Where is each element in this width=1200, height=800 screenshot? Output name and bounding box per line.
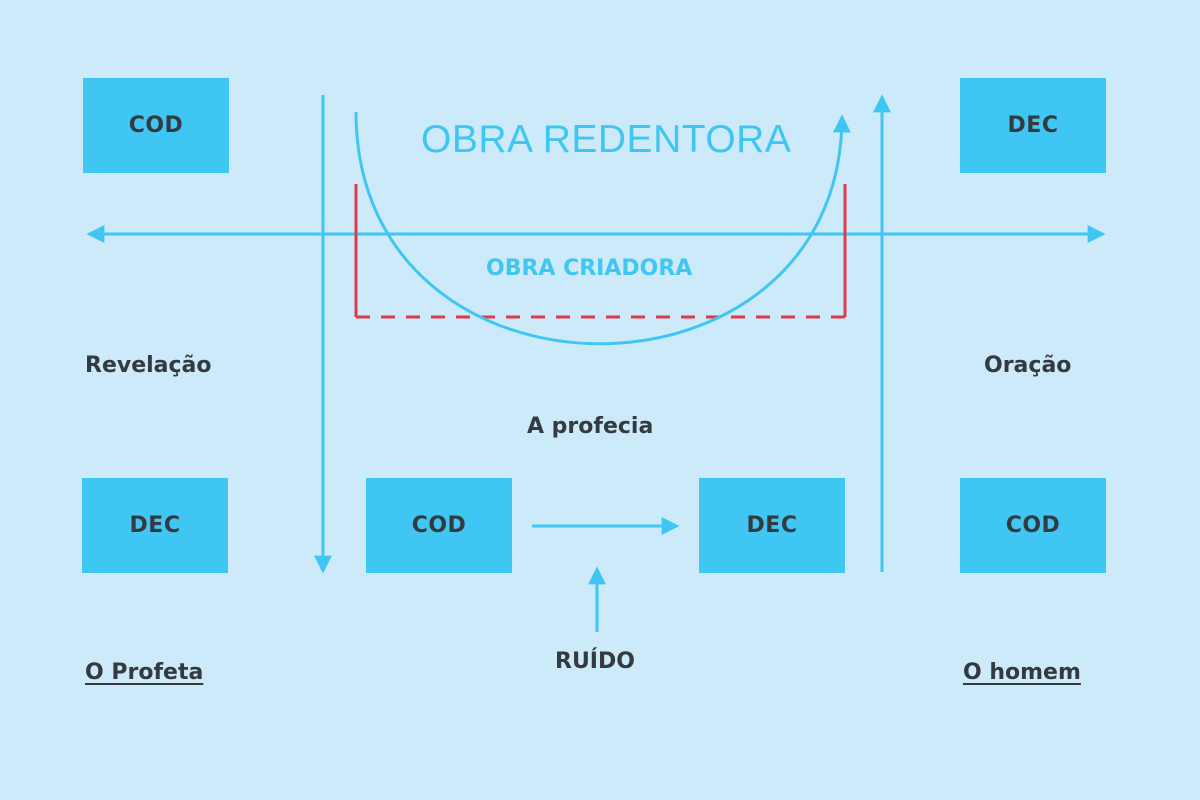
obra-redentora-title: OBRA REDENTORA xyxy=(421,118,792,161)
dec-box-bottom-left: DEC xyxy=(82,478,228,573)
profecia-label: A profecia xyxy=(527,414,654,439)
revelacao-label: Revelação xyxy=(85,353,212,378)
dec-box-top-right: DEC xyxy=(960,78,1106,173)
cod-box-top-left: COD xyxy=(83,78,229,173)
oracao-label: Oração xyxy=(984,353,1072,378)
redemption-curve-arrow xyxy=(354,111,851,346)
cod-box-bottom-center: COD xyxy=(366,478,512,573)
homem-label: O homem xyxy=(963,660,1081,685)
ruido-label: RUÍDO xyxy=(555,649,635,674)
cod-box-bottom-right: COD xyxy=(960,478,1106,573)
obra-criadora-title: OBRA CRIADORA xyxy=(486,256,693,281)
creation-bracket xyxy=(354,184,847,319)
dec-box-bottom-center: DEC xyxy=(699,478,845,573)
profeta-label: O Profeta xyxy=(85,660,204,685)
